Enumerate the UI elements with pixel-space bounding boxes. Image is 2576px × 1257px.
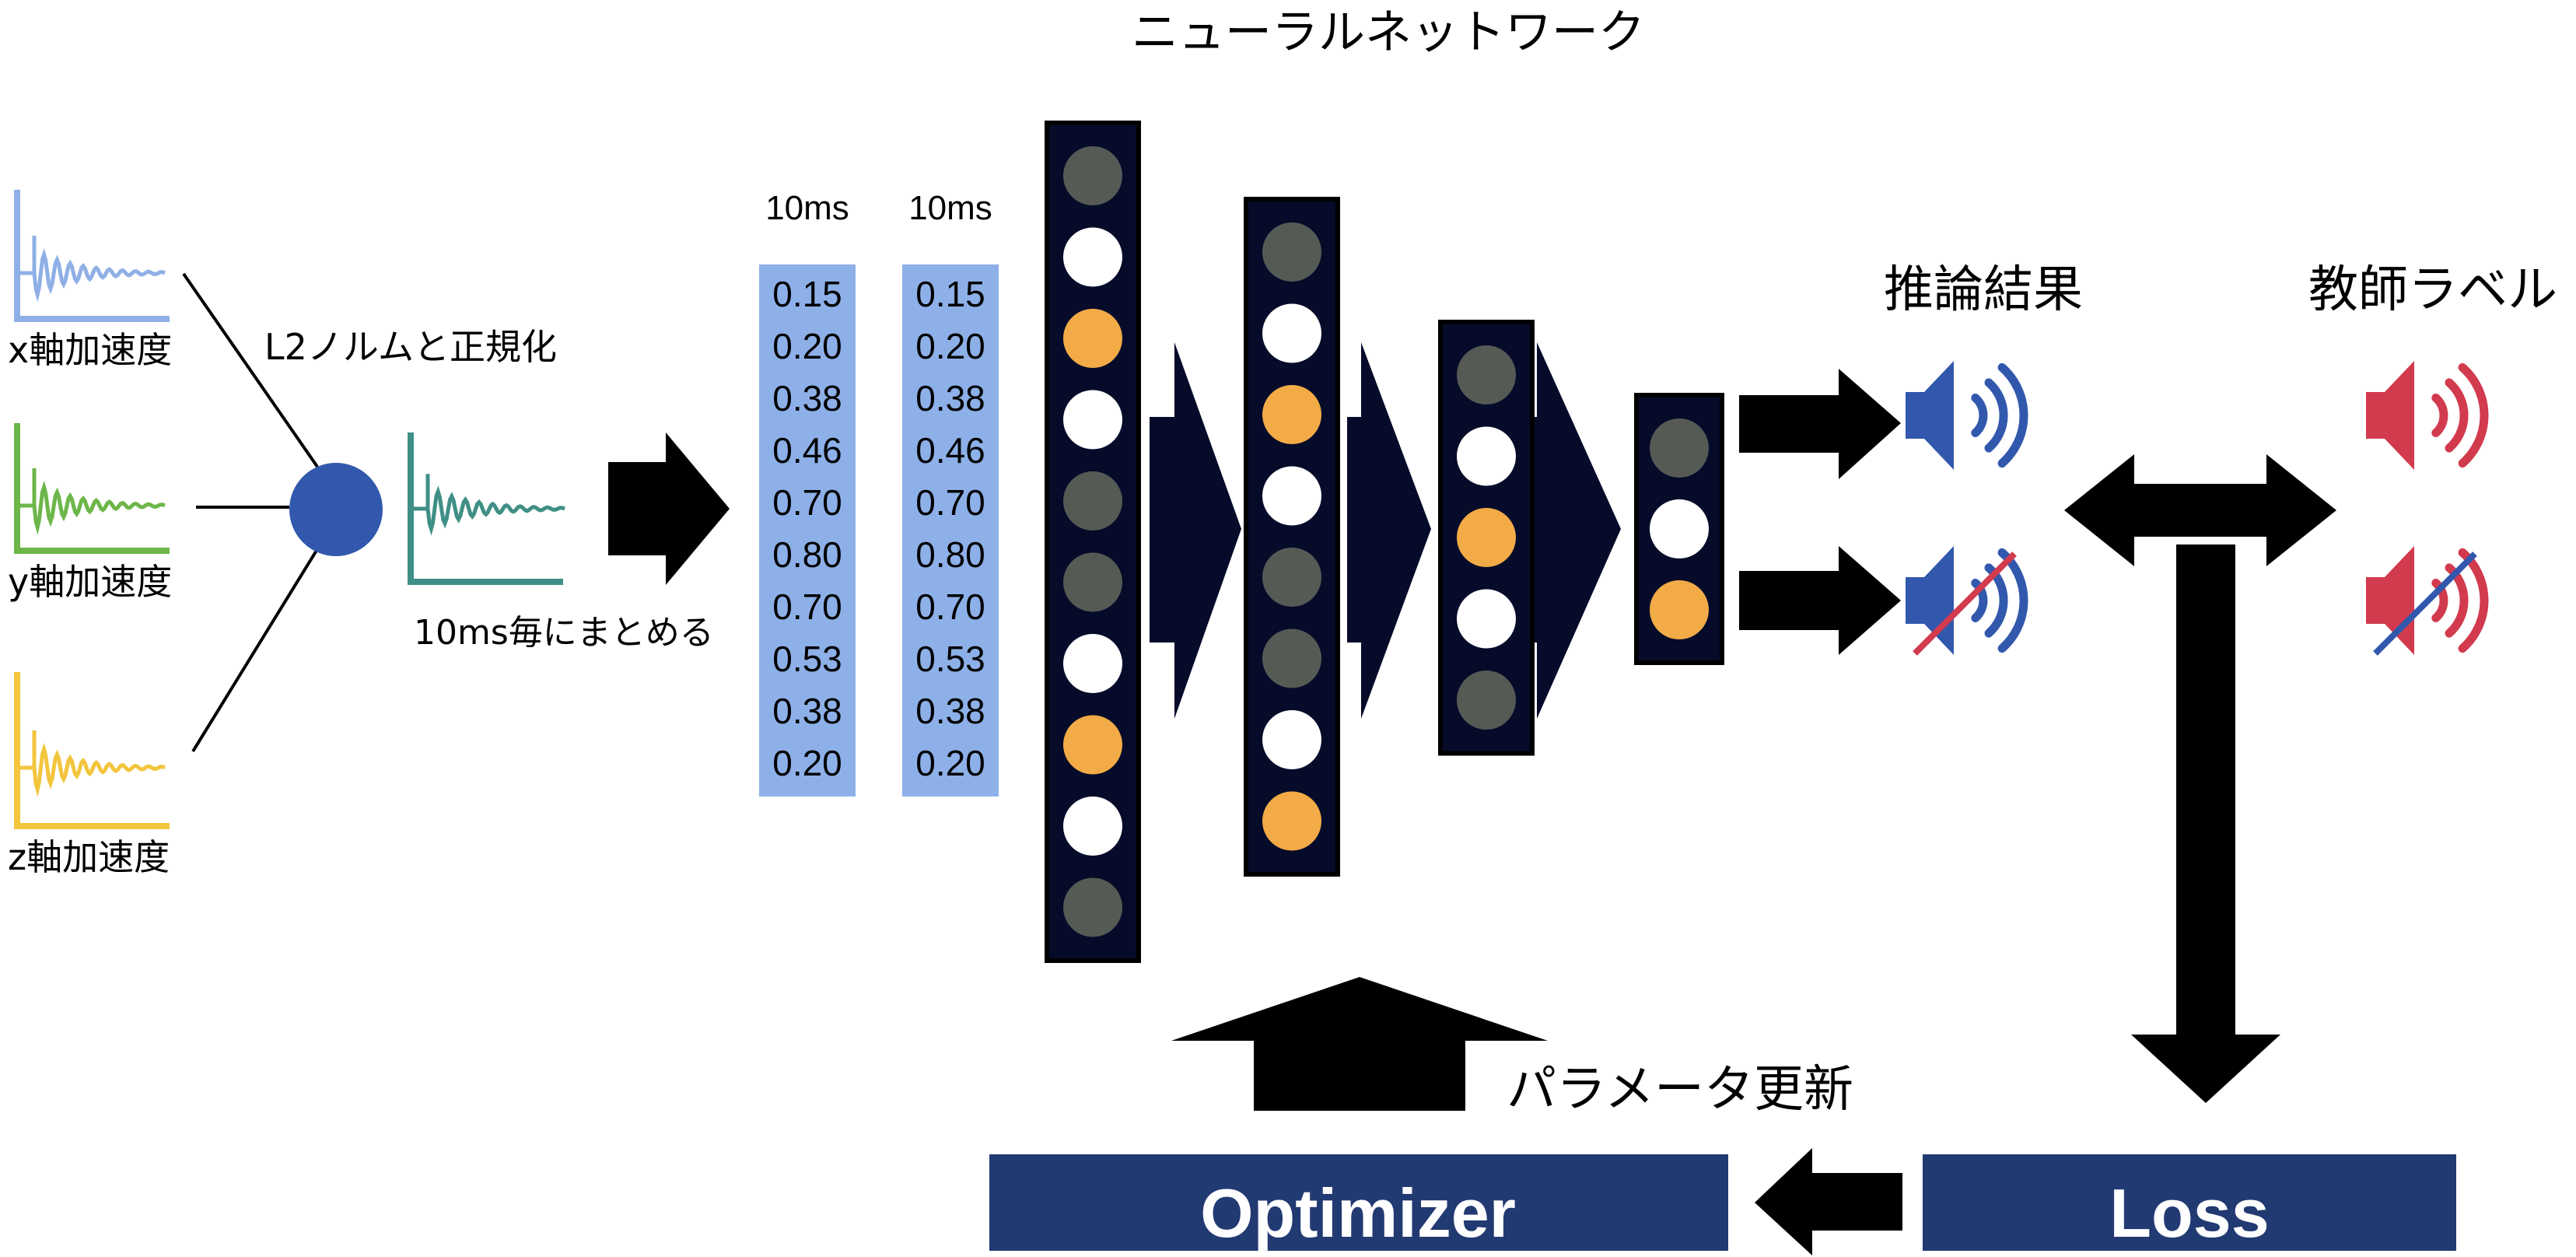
frame-value: 0.20: [772, 326, 842, 366]
neuron-white: [1457, 589, 1516, 649]
diagram-title: ニューラルネットワーク: [1132, 5, 1645, 60]
neuron-white: [1063, 797, 1122, 856]
frame-columns: 10ms 0.15 0.20 0.38 0.46 0.70 0.80 0.70 0.53 0.38…: [759, 189, 999, 797]
arrow-to-loss: [2131, 544, 2280, 1103]
frame-value: 0.38: [915, 378, 985, 418]
network-layer-1: [1244, 197, 1340, 877]
frame-value: 0.80: [915, 534, 985, 575]
neuron-gray: [1262, 548, 1321, 607]
neuron-gray: [1063, 471, 1122, 530]
inference-label: 推論結果: [1884, 261, 2083, 319]
frame-value: 0.70: [772, 586, 842, 627]
signal-label-2: z軸加速度: [8, 836, 170, 878]
signal-label-0: x軸加速度: [8, 329, 172, 371]
neuron-white: [1650, 499, 1709, 558]
neuron-white: [1457, 426, 1516, 486]
signal-plot-0: x軸加速度: [8, 190, 172, 371]
neuron-gray: [1457, 671, 1516, 730]
neuron-gray: [1063, 552, 1122, 612]
signal-label-1: y軸加速度: [8, 561, 172, 603]
frame-value: 0.70: [915, 482, 985, 523]
neuron-white: [1063, 634, 1122, 693]
frame-value: 0.53: [772, 639, 842, 679]
frame-value: 0.38: [915, 691, 985, 731]
neuron-orange: [1063, 309, 1122, 368]
neuron-gray: [1063, 146, 1122, 205]
optimizer-box: [989, 1154, 1728, 1251]
frame-value: 0.38: [772, 691, 842, 731]
neuron-white: [1262, 710, 1321, 769]
frame-value: 0.46: [772, 430, 842, 471]
frame-value: 0.20: [915, 743, 985, 783]
teacher-label: 教師ラベル: [2308, 261, 2557, 319]
frame-value: 0.38: [772, 378, 842, 418]
frame-value: 0.53: [915, 639, 985, 679]
frame-value: 0.20: [915, 326, 985, 366]
input-signals: x軸加速度 y軸加速度 z軸加速度: [8, 190, 172, 878]
network-layer-2: [1438, 320, 1535, 756]
frame-value: 0.46: [915, 430, 985, 471]
frame-value: 0.70: [772, 482, 842, 523]
parameter-update-arrow: [1171, 977, 1548, 1111]
compare-double-arrow: [2064, 454, 2336, 566]
speaker-icon: [1906, 361, 2028, 470]
loss-box: [1923, 1154, 2456, 1251]
speaker-icon: [2366, 546, 2489, 656]
normalization-node: [289, 463, 383, 556]
layer-connectors: [1150, 342, 1621, 719]
speaker-icon: [1906, 546, 2028, 656]
frame-header: 10ms: [908, 189, 992, 227]
merged-waveform: [408, 432, 565, 585]
layer-bg: [1244, 197, 1340, 877]
arrow-to-frames: [608, 432, 730, 585]
frame-bg: [759, 264, 856, 797]
frame-value: 0.20: [772, 743, 842, 783]
frame-value: 0.15: [772, 274, 842, 314]
frame-bg: [902, 264, 999, 797]
neuron-gray: [1063, 877, 1122, 937]
signal-plot-1: y軸加速度: [8, 423, 172, 603]
frame-value: 0.80: [772, 534, 842, 575]
neuron-orange: [1262, 385, 1321, 444]
neuron-gray: [1262, 628, 1321, 688]
normalize-label: L2ノルムと正規化: [264, 326, 557, 368]
network-layers: [1045, 121, 1724, 963]
neuron-white: [1063, 390, 1122, 450]
frame-column-1: 10ms 0.15 0.20 0.38 0.46 0.70 0.80 0.70 0.53 0.38…: [902, 189, 999, 797]
neuron-gray: [1262, 222, 1321, 282]
chunk-label: 10ms毎にまとめる: [414, 613, 714, 653]
network-layer-0: [1045, 121, 1141, 963]
frame-value: 0.15: [915, 274, 985, 314]
neuron-gray: [1650, 418, 1709, 478]
neuron-white: [1262, 466, 1321, 526]
neuron-white: [1262, 303, 1321, 363]
update-label: パラメータ更新: [1507, 1061, 1853, 1119]
optimizer-label: Optimizer: [1200, 1175, 1516, 1252]
speaker-icons: [1906, 361, 2489, 656]
neuron-orange: [1262, 791, 1321, 851]
neuron-white: [1063, 227, 1122, 287]
arrow-loss-to-optimizer: [1755, 1148, 1902, 1255]
frame-header: 10ms: [765, 189, 849, 227]
neuron-gray: [1457, 345, 1516, 404]
signal-plot-2: z軸加速度: [8, 672, 170, 878]
speaker-icon: [2366, 361, 2489, 470]
signal-lines: [182, 272, 319, 753]
network-layer-3: [1634, 393, 1724, 665]
output-arrows: [1739, 369, 1901, 655]
neuron-orange: [1457, 508, 1516, 567]
neuron-orange: [1063, 715, 1122, 775]
neuron-orange: [1650, 580, 1709, 639]
loss-label: Loss: [2109, 1175, 2269, 1252]
frame-value: 0.70: [915, 586, 985, 627]
frame-column-0: 10ms 0.15 0.20 0.38 0.46 0.70 0.80 0.70 0.53 0.38…: [759, 189, 856, 797]
